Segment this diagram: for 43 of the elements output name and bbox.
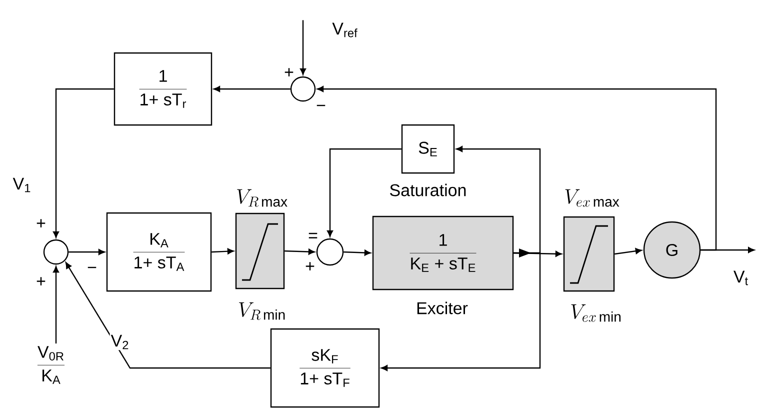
- sign-label: −: [88, 266, 96, 268]
- sign-label: −: [316, 104, 326, 106]
- block-caption: Exciter: [417, 302, 468, 314]
- edge-label: V$_{t}$: [732, 270, 750, 286]
- summing-junction: [43, 239, 69, 265]
- edge-label: V$_{2}$: [110, 334, 130, 350]
- arrow: [53, 88, 114, 238]
- arrow: [68, 249, 105, 255]
- arrow: [317, 86, 717, 251]
- arrow: [344, 250, 371, 256]
- sign-label: +: [36, 219, 46, 228]
- sign-label: =: [308, 232, 318, 238]
- arrow: [381, 252, 541, 371]
- edge-label: V$_{1}$: [12, 176, 32, 194]
- summing-junction: [316, 238, 344, 266]
- exciter-block: 1 K$_{E}$ + sT$_{E}$: [372, 216, 514, 290]
- sign-label: +: [306, 262, 314, 270]
- arrow: [212, 248, 234, 254]
- transfer-function-block: 1 1+ sT$_{r}$: [114, 52, 212, 126]
- transfer-function-block: sK$_{F}$ 1+ sT$_{F}$: [270, 328, 380, 408]
- arrow: [700, 247, 754, 253]
- arrow: [284, 248, 315, 255]
- arrow: [300, 20, 306, 75]
- arrow: [327, 148, 402, 237]
- limiter-block: [235, 212, 285, 290]
- arrow: [614, 248, 642, 255]
- sign-label: +: [36, 277, 46, 286]
- summing-junction: [290, 76, 316, 102]
- limit-label: $V_{R\,\mathrm{max}}$: [237, 189, 288, 207]
- arrow: [214, 86, 290, 92]
- limiter-block: [563, 216, 615, 292]
- signal-label: V$_{ref}$: [332, 22, 358, 38]
- transfer-function-block: K$_{A}$ 1+ sT$_{A}$: [106, 212, 212, 292]
- arrow: [65, 262, 270, 369]
- block-caption: Saturation: [390, 184, 466, 196]
- limit-label: $V_{ex\,\mathrm{min}}$: [571, 304, 621, 322]
- input-fraction: V$_{0R}$ K$_{A}$: [37, 346, 65, 384]
- sign-label: +: [284, 68, 294, 76]
- arrow: [53, 266, 59, 344]
- arrow: [456, 146, 541, 254]
- limit-label: $V_{R\,\mathrm{min}}$: [239, 302, 285, 320]
- limit-label: $V_{ex\,\mathrm{max}}$: [565, 189, 620, 207]
- saturation-block: S$_{E}$: [401, 124, 455, 174]
